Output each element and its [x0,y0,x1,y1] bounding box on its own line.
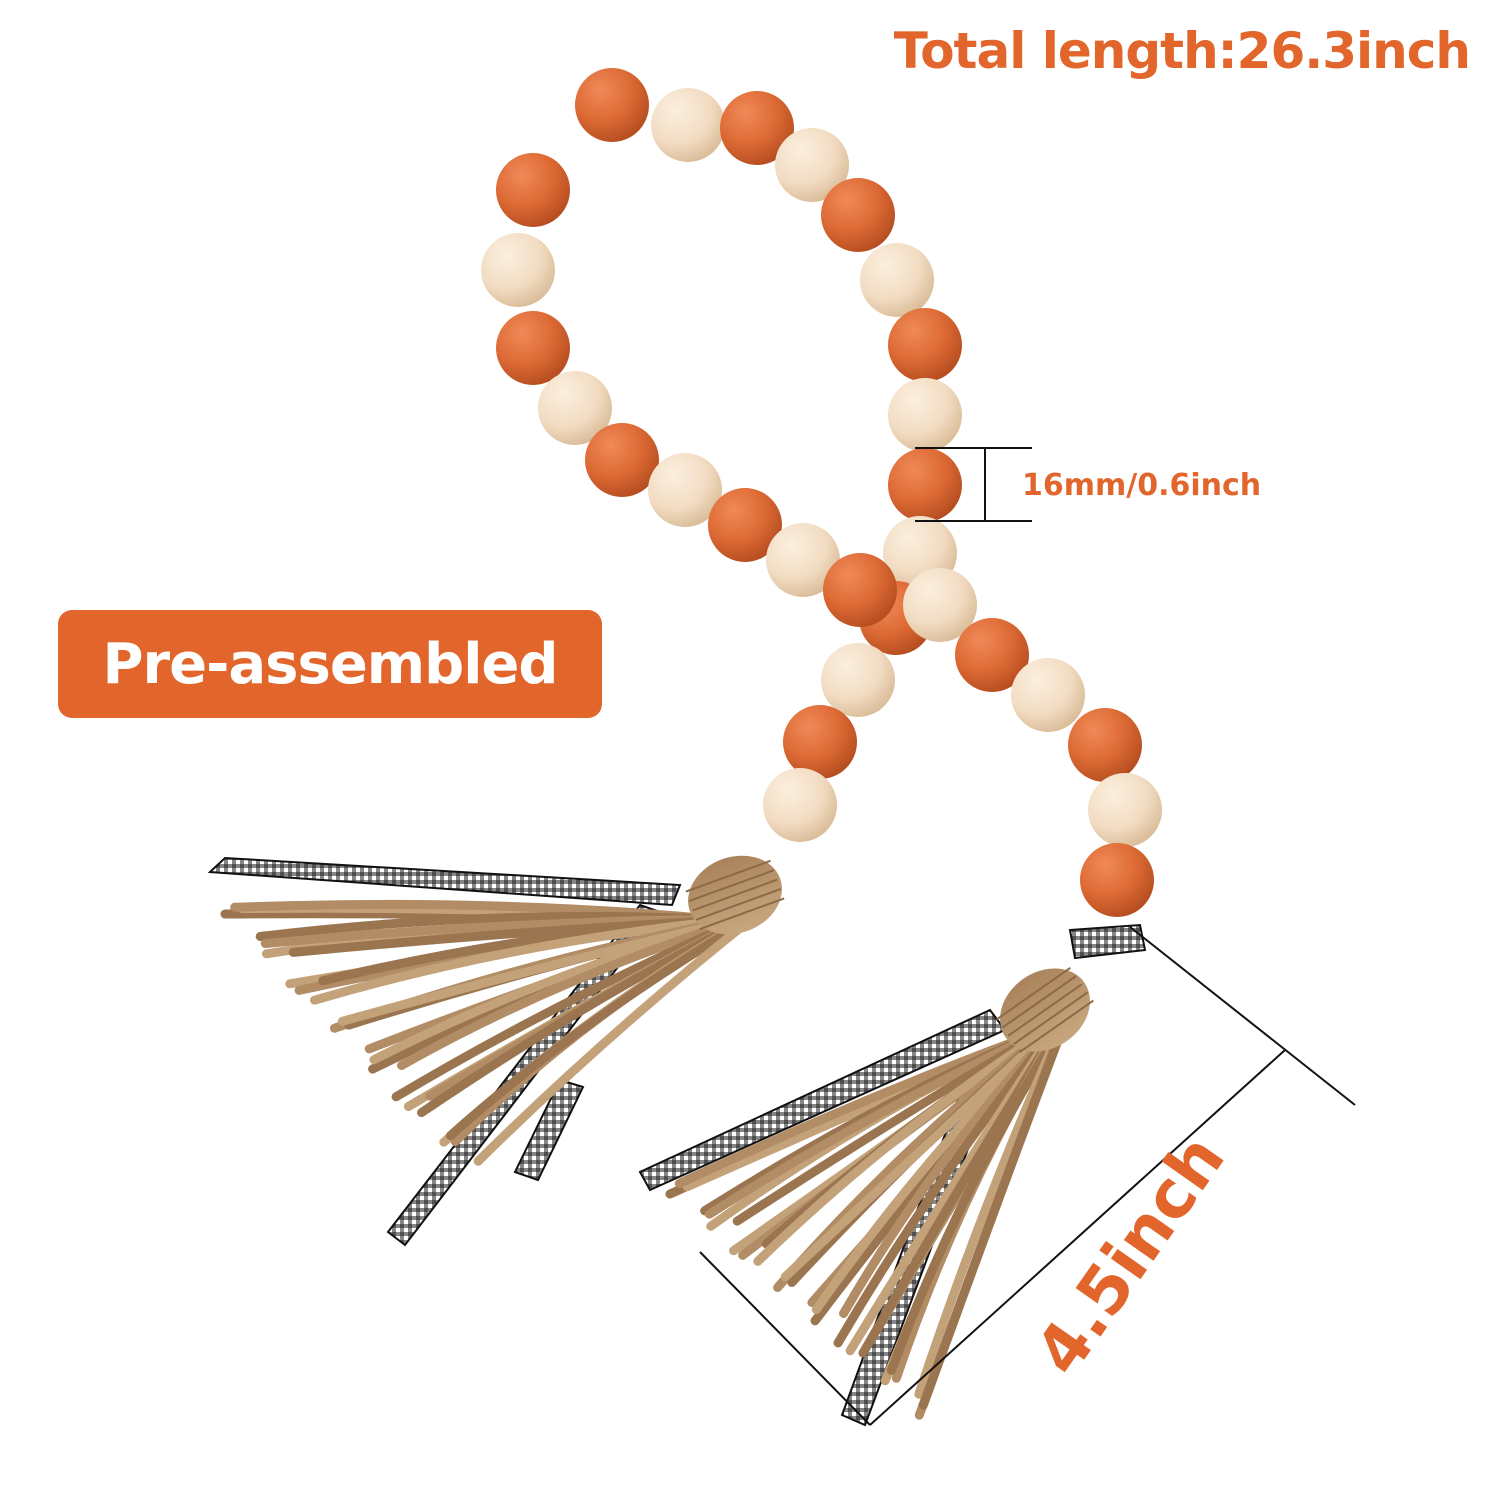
left-ribbon-lower-b [513,1078,585,1182]
natural-wood-bead [821,643,895,717]
orange-wood-bead [1080,843,1154,917]
orange-wood-bead [585,423,659,497]
orange-wood-bead [720,91,794,165]
right-ribbon-upper [638,1008,1007,1192]
orange-wood-bead [496,153,570,227]
bead-diameter-dimension [915,447,1032,522]
natural-wood-bead [651,88,725,162]
bead-garland [481,68,1162,917]
badge-label: Pre-assembled [102,631,558,697]
natural-wood-bead [860,243,934,317]
left-jute-tassel [220,855,785,1166]
natural-wood-bead [763,768,837,842]
orange-wood-bead [888,308,962,382]
natural-wood-bead [1088,773,1162,847]
natural-wood-bead [1011,658,1085,732]
natural-wood-bead [888,378,962,452]
natural-wood-bead [775,128,849,202]
orange-wood-bead [821,178,895,252]
orange-wood-bead [823,553,897,627]
natural-wood-bead [538,371,612,445]
orange-wood-bead [888,448,962,522]
right-ribbon-knot [1068,923,1147,960]
natural-wood-bead [766,523,840,597]
tassel-length-dimension [699,926,1356,1426]
total-length-title: Total length:26.3inch [893,22,1471,80]
right-jute-tassel [665,966,1094,1420]
orange-wood-bead [783,705,857,779]
orange-wood-bead [575,68,649,142]
orange-wood-bead [496,311,570,385]
orange-wood-bead [955,618,1029,692]
natural-wood-bead [648,453,722,527]
natural-wood-bead [481,233,555,307]
left-ribbon-upper [207,856,682,907]
orange-wood-bead [708,488,782,562]
orange-wood-bead [1068,708,1142,782]
natural-wood-bead [903,568,977,642]
bead-diameter-label: 16mm/0.6inch [1022,468,1262,503]
pre-assembled-badge: Pre-assembled [58,610,602,718]
